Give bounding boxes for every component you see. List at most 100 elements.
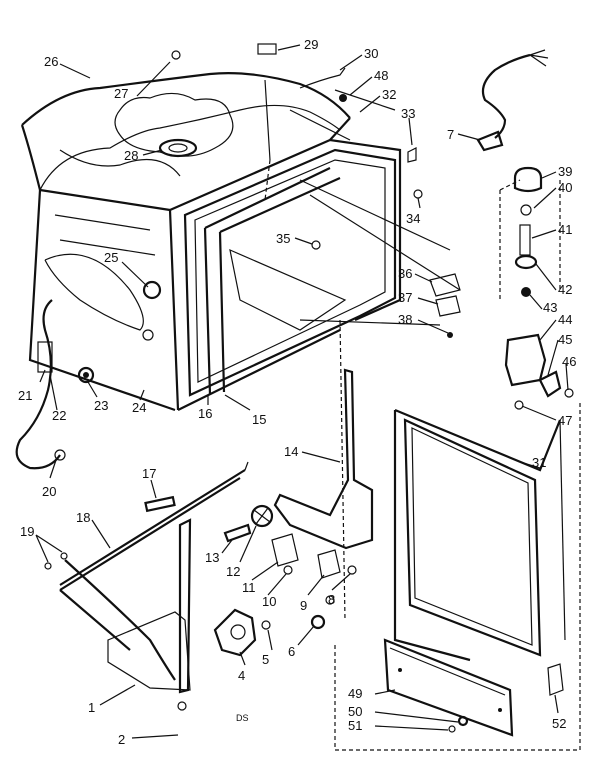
bracket-37 bbox=[435, 295, 461, 317]
leader-34 bbox=[417, 197, 421, 209]
callout-12: 12 bbox=[226, 564, 240, 579]
leader-11 bbox=[251, 561, 279, 581]
side-panel-detail bbox=[44, 214, 156, 331]
leader-43 bbox=[529, 294, 543, 310]
leader-17 bbox=[150, 479, 157, 499]
callout-23: 23 bbox=[94, 398, 108, 413]
leader-7 bbox=[457, 133, 481, 141]
leader-51 bbox=[374, 725, 449, 731]
leader-21 bbox=[39, 369, 46, 383]
door-gasket-strip bbox=[203, 167, 341, 396]
leader-28 bbox=[142, 149, 163, 156]
callout-34: 34 bbox=[406, 211, 420, 226]
clip-29 bbox=[257, 43, 277, 55]
callout-18: 18 bbox=[76, 510, 90, 525]
callout-41: 41 bbox=[558, 222, 572, 237]
fitting-small bbox=[142, 329, 154, 341]
float-39 bbox=[513, 166, 543, 193]
door-panel-inner bbox=[403, 418, 542, 657]
screw-46 bbox=[564, 388, 574, 398]
support-rod-18 bbox=[59, 469, 246, 591]
float-stem-41 bbox=[519, 224, 531, 256]
wire-harness-30 bbox=[299, 67, 346, 89]
leader-50 bbox=[374, 711, 459, 723]
callout-51: 51 bbox=[348, 718, 362, 733]
leader-36 bbox=[414, 273, 433, 283]
callout-47: 47 bbox=[558, 413, 572, 428]
leader-8 bbox=[331, 573, 351, 591]
top-hardware bbox=[171, 43, 461, 338]
leader-48 bbox=[349, 76, 373, 96]
callout-46: 46 bbox=[562, 354, 576, 369]
callout-26: 26 bbox=[44, 54, 58, 69]
screw-34 bbox=[413, 189, 423, 199]
door-trim-49 bbox=[383, 638, 514, 737]
screw-19a bbox=[44, 562, 52, 570]
float-nut-42 bbox=[514, 254, 538, 270]
screw-19b bbox=[60, 552, 68, 560]
insulation-blanket bbox=[39, 104, 341, 191]
callout-33: 33 bbox=[401, 106, 415, 121]
bracket-11 bbox=[271, 533, 299, 567]
base-pan bbox=[107, 611, 191, 691]
callout-27: 27 bbox=[114, 86, 128, 101]
leader-42 bbox=[535, 263, 557, 291]
support-rod-end bbox=[244, 461, 249, 471]
drain-line bbox=[59, 559, 176, 681]
dashed-bracket bbox=[499, 179, 561, 300]
callout-43: 43 bbox=[543, 300, 557, 315]
callout-44: 44 bbox=[558, 312, 572, 327]
callout-9: 9 bbox=[300, 598, 307, 613]
leader-31 bbox=[519, 461, 541, 469]
lower-chassis bbox=[44, 368, 374, 711]
callout-10: 10 bbox=[262, 594, 276, 609]
leader-38 bbox=[417, 319, 449, 334]
leader-22 bbox=[49, 374, 58, 411]
leader-46 bbox=[565, 363, 569, 391]
leader-47 bbox=[521, 405, 557, 421]
callout-19: 19 bbox=[20, 524, 34, 539]
leader-14 bbox=[301, 451, 341, 463]
leader-9 bbox=[307, 574, 325, 596]
leader-4 bbox=[239, 651, 246, 666]
leader-25 bbox=[121, 261, 149, 288]
callout-35: 35 bbox=[276, 231, 290, 246]
callout-13: 13 bbox=[205, 550, 219, 565]
nut-50 bbox=[457, 715, 469, 727]
callout-4: 4 bbox=[238, 668, 245, 683]
impeller-12 bbox=[250, 504, 274, 528]
leader-5 bbox=[267, 629, 273, 651]
callout-8: 8 bbox=[328, 592, 335, 607]
trim-hole-b bbox=[498, 708, 502, 712]
screw-48 bbox=[339, 94, 347, 102]
frame-rail-14 bbox=[273, 368, 374, 550]
float-switch-assembly bbox=[499, 166, 574, 410]
callout-22: 22 bbox=[52, 408, 66, 423]
fill-hose bbox=[15, 299, 61, 470]
top-insulation-pad bbox=[114, 92, 234, 157]
nut-6 bbox=[310, 614, 326, 630]
tub-cabinet bbox=[20, 72, 461, 621]
leader-45 bbox=[547, 339, 559, 376]
leader-40 bbox=[533, 187, 557, 209]
hose-clamp-body bbox=[37, 341, 53, 373]
callout-24: 24 bbox=[132, 400, 146, 415]
fill-hose-assembly bbox=[15, 280, 162, 470]
grommet-23-center bbox=[83, 372, 89, 378]
screw-8 bbox=[347, 565, 357, 575]
callout-2: 2 bbox=[118, 732, 125, 747]
leader-13 bbox=[221, 539, 233, 554]
callout-50: 50 bbox=[348, 704, 362, 719]
leader-20 bbox=[49, 459, 57, 479]
screw-38 bbox=[447, 332, 453, 338]
leader-30 bbox=[339, 54, 363, 71]
bracket-9 bbox=[317, 549, 341, 579]
callout-32: 32 bbox=[382, 87, 396, 102]
leader-27 bbox=[136, 61, 171, 97]
tub-top-panel bbox=[20, 72, 351, 191]
callout-15: 15 bbox=[252, 412, 266, 427]
callout-49: 49 bbox=[348, 686, 362, 701]
leader-15 bbox=[224, 394, 251, 411]
leader-33 bbox=[408, 117, 413, 146]
